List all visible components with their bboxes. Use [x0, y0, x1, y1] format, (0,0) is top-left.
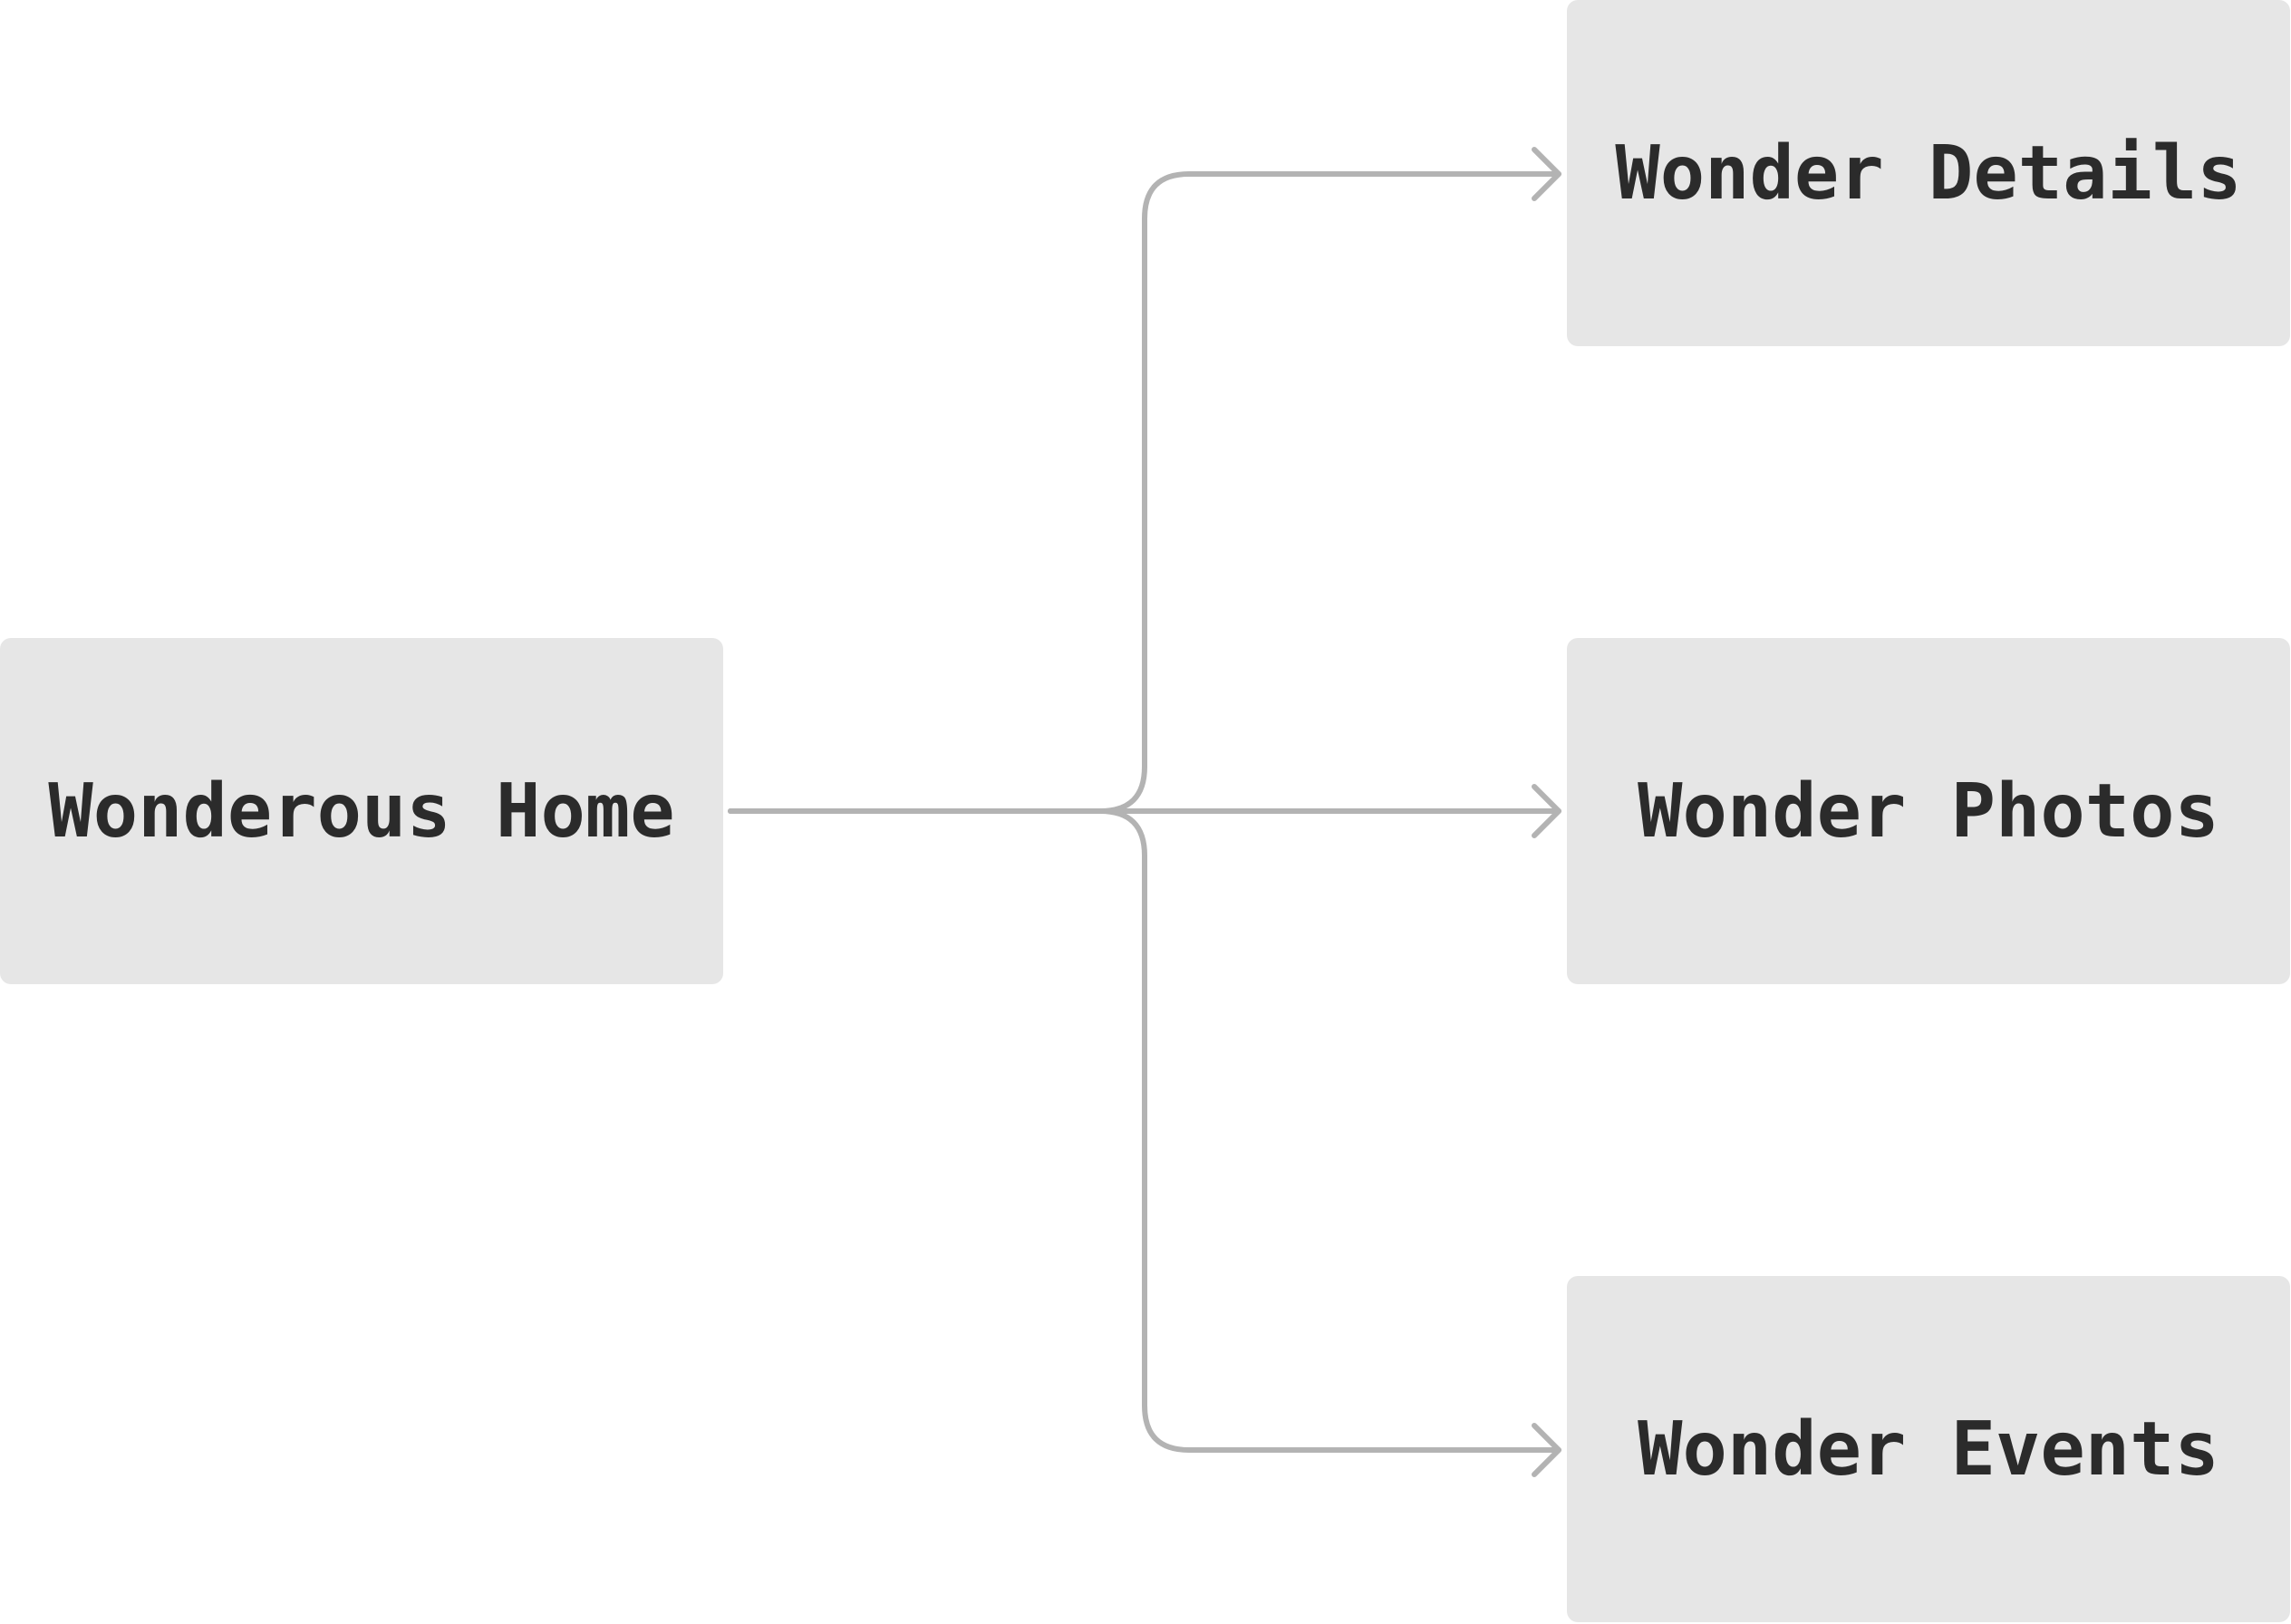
node-label: Wonder Photos [1638, 768, 2219, 855]
node-label: Wonderous Home [48, 768, 675, 855]
node-wonder-photos: Wonder Photos [1567, 638, 2290, 984]
node-label: Wonder Details [1615, 130, 2242, 217]
node-wonder-details: Wonder Details [1567, 0, 2290, 346]
arrowhead-events-icon [1532, 1423, 1561, 1477]
arrowhead-photos-icon [1532, 784, 1561, 838]
node-wonder-events: Wonder Events [1567, 1276, 2290, 1622]
edge-home-to-details [728, 171, 1561, 814]
edge-home-to-events [728, 808, 1561, 1453]
node-wonderous-home: Wonderous Home [0, 638, 723, 984]
node-label: Wonder Events [1638, 1406, 2219, 1493]
arrowhead-details-icon [1532, 147, 1561, 201]
